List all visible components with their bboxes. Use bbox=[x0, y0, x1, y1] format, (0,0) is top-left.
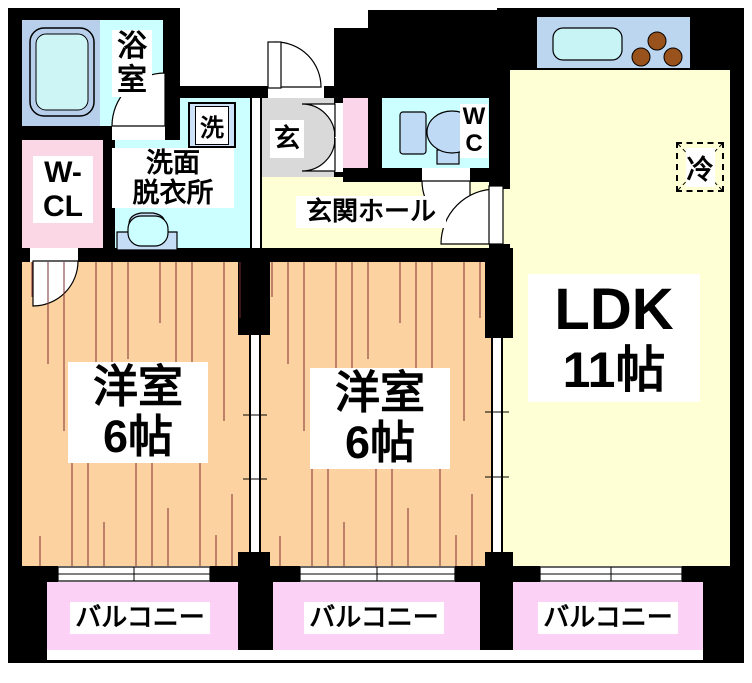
wall-segment bbox=[270, 566, 300, 582]
wall-segment bbox=[497, 8, 744, 70]
partition-washroom-hall bbox=[250, 98, 262, 250]
walk-in-closet-label: W-CL bbox=[33, 156, 93, 224]
front-door-arc bbox=[267, 41, 322, 89]
sliding-window bbox=[57, 566, 683, 582]
wall-segment bbox=[163, 18, 180, 140]
wall-segment bbox=[165, 86, 268, 98]
washing-machine-label: 洗 bbox=[195, 105, 229, 145]
wall-segment bbox=[8, 660, 744, 663]
wall-segment bbox=[368, 10, 510, 98]
shoe-closet bbox=[343, 98, 368, 170]
wall-segment bbox=[485, 552, 513, 582]
wall-segment bbox=[485, 248, 513, 338]
door-opening bbox=[112, 126, 165, 140]
wall-segment bbox=[455, 566, 485, 582]
wall-segment bbox=[8, 8, 180, 20]
door-opening bbox=[30, 248, 78, 262]
wall-segment bbox=[8, 566, 47, 663]
sliding-window-sash-lines bbox=[58, 567, 682, 581]
wall-segment bbox=[334, 28, 368, 98]
refrigerator-label: 冷 bbox=[685, 147, 715, 187]
door-opening bbox=[268, 86, 324, 98]
balcony-edge-strip bbox=[47, 650, 703, 660]
sliding-partition-bedroom-ldk bbox=[491, 338, 503, 557]
wall-segment bbox=[513, 566, 540, 582]
wall-segment bbox=[238, 248, 270, 335]
wall-segment bbox=[238, 552, 270, 582]
entrance-label: 玄 bbox=[270, 120, 304, 158]
balcony-right-label: バルコニー bbox=[538, 602, 678, 634]
balcony-center-label: バルコニー bbox=[304, 602, 444, 634]
refrigerator-box: 冷 bbox=[676, 142, 724, 192]
wall-segment bbox=[703, 566, 744, 663]
wall-segment bbox=[8, 126, 112, 140]
washing-machine-icon: 洗 bbox=[188, 102, 236, 148]
wall-segment bbox=[368, 98, 382, 170]
wall-segment bbox=[210, 566, 238, 582]
sliding-partition-bedrooms bbox=[249, 335, 261, 557]
washroom-label: 洗面脱衣所 bbox=[112, 148, 234, 209]
balcony-left-label: バルコニー bbox=[70, 602, 210, 634]
wall-segment bbox=[8, 8, 22, 582]
wall-segment bbox=[489, 98, 510, 189]
wall-segment bbox=[238, 582, 273, 650]
bathroom-label: 浴室 bbox=[112, 30, 152, 98]
ldk-label: LDK 11帖 bbox=[528, 274, 700, 402]
wall-segment bbox=[730, 8, 744, 663]
door-opening bbox=[422, 168, 470, 182]
bathtub-block bbox=[22, 18, 100, 128]
door-opening bbox=[335, 103, 343, 172]
entrance-hall-label: 玄関ホール bbox=[296, 196, 446, 228]
wall-segment bbox=[343, 168, 497, 182]
wall-segment bbox=[480, 582, 513, 650]
